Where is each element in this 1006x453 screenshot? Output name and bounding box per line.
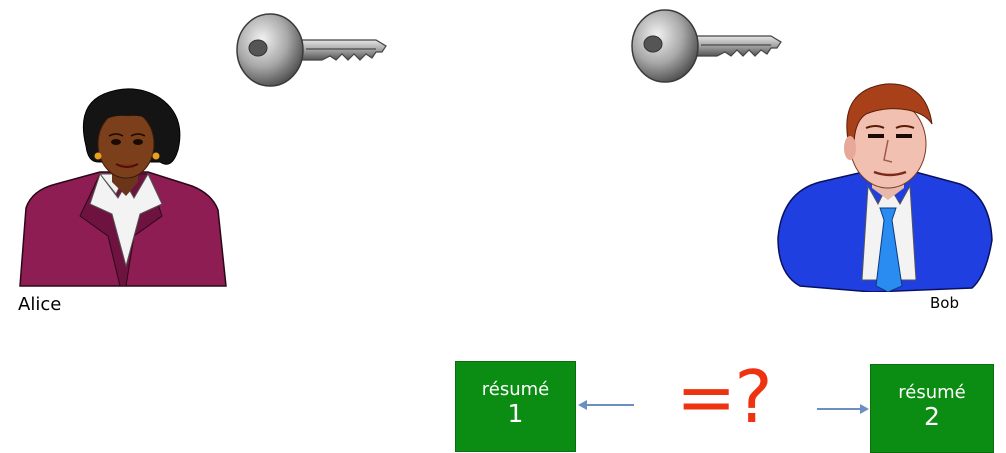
bob-key-icon — [631, 9, 782, 83]
resume-1-number: 1 — [507, 399, 524, 428]
resume-1-box: résumé 1 — [455, 361, 576, 452]
alice-key-icon — [236, 13, 387, 87]
bob-label: Bob — [930, 294, 959, 312]
resume-2-box: résumé 2 — [870, 364, 994, 453]
resume-1-word: résumé — [481, 379, 550, 400]
bob-avatar — [777, 83, 993, 292]
left-arrow-icon — [578, 400, 634, 410]
right-arrow-icon — [817, 404, 869, 414]
resume-2-number: 2 — [924, 402, 940, 431]
alice-label: Alice — [18, 294, 62, 315]
resume-2-word: résumé — [898, 382, 966, 403]
comparison-symbol: =? — [676, 355, 773, 439]
alice-avatar — [19, 88, 227, 287]
